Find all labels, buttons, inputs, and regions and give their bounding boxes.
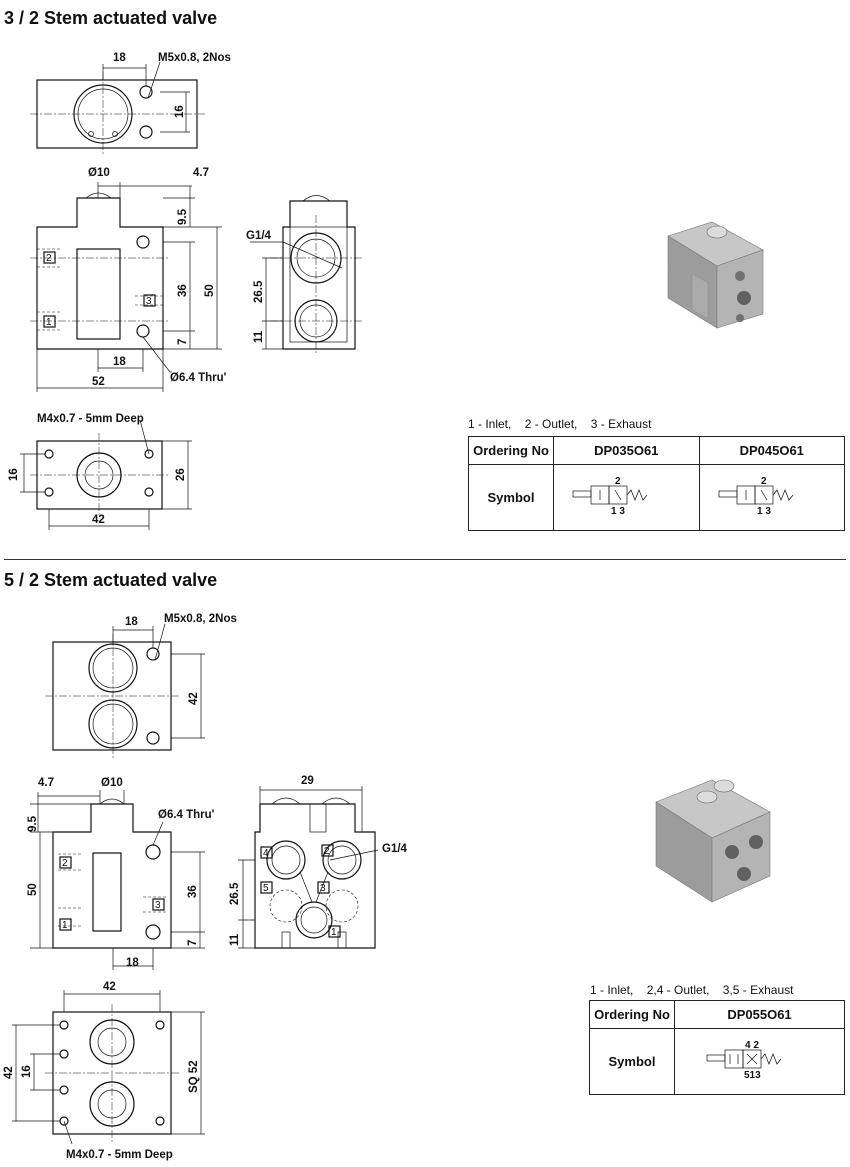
dim-bottom-16: 16 (8, 468, 20, 481)
dim-top-16: 16 (174, 105, 186, 118)
bottom-view: M4x0.7 - 5mm Deep 16 26 42 (8, 413, 192, 530)
model-dp055o61: DP055O61 (674, 1000, 845, 1029)
ordering-no-header-5-2: Ordering No (589, 1000, 675, 1029)
symbol-row-label-5-2: Symbol (589, 1028, 675, 1095)
port-3-label-5-2: 3 (155, 900, 161, 911)
symbol-dp055o61: 4 2 513 (674, 1028, 845, 1095)
legend-outlet-5-2: 2,4 - Outlet, (646, 983, 710, 997)
sym-label-bottom: 1 3 (757, 506, 771, 516)
port-3-label-side: 3 (320, 883, 326, 894)
port-1-label-5-2: 1 (62, 920, 68, 931)
drawing-5-2-valve: 18 M5x0.8, 2Nos 42 2 3 1 (3, 613, 771, 1161)
symbol-dp035o61: 2 1 3 (553, 464, 700, 531)
sym-label-top: 2 (761, 476, 767, 487)
legend-inlet-5-2: 1 - Inlet, (590, 983, 634, 997)
ordering-no-header: Ordering No (468, 436, 554, 465)
dim-36-5-2: 36 (187, 885, 199, 898)
sym-label-top-5-2: 4 2 (745, 1040, 759, 1051)
legend-3-2: 1 - Inlet, 2 - Outlet, 3 - Exhaust (468, 417, 651, 431)
side-view: G1/4 26.5 11 (246, 195, 362, 355)
front-view-5-2: 2 3 1 4.7 Ø10 9.5 Ø6.4 Thru' 50 36 7 18 (27, 777, 215, 970)
dim-m4-thread: M4x0.7 - 5mm Deep (37, 413, 144, 425)
legend-exhaust-5-2: 3,5 - Exhaust (722, 983, 794, 997)
dim-g1-4: G1/4 (246, 230, 272, 242)
dim-7: 7 (177, 339, 189, 345)
dim-top-18: 18 (113, 52, 126, 64)
port-2-label-5-2: 2 (62, 858, 68, 869)
dim-42: 42 (92, 514, 105, 526)
dim-11: 11 (253, 330, 265, 343)
dim-4-7-5-2: 4.7 (38, 777, 54, 789)
dim-26-5-5-2: 26.5 (229, 882, 241, 905)
dim-stem-dia: Ø10 (88, 167, 110, 179)
pneumatic-symbol-3-2-alt: 2 1 3 (718, 476, 794, 517)
dim-9-5-5-2: 9.5 (27, 815, 39, 832)
dim-bottom-42v-5-2: 42 (3, 1066, 15, 1079)
top-view-5-2: 18 M5x0.8, 2Nos 42 (45, 613, 237, 758)
dim-top-42-5-2: 42 (188, 692, 200, 705)
dim-bottom-18: 18 (113, 356, 126, 368)
port-1-label-side: 1 (331, 927, 337, 938)
dim-50: 50 (204, 284, 216, 297)
dim-top-18-5-2: 18 (125, 616, 138, 628)
dim-9-5: 9.5 (177, 208, 189, 225)
port-2-label: 2 (46, 253, 52, 264)
dim-50-5-2: 50 (27, 883, 39, 896)
dim-36: 36 (177, 284, 189, 297)
dim-26: 26 (175, 468, 187, 481)
dim-thru-5-2: Ø6.4 Thru' (158, 809, 215, 821)
port-1-label: 1 (46, 317, 52, 328)
drawing-3-2-valve: 18 M5x0.8, 2Nos 16 2 3 1 (8, 52, 764, 530)
ordering-table-3-2: Ordering No DP035O61 DP045O61 Symbol 2 1… (468, 436, 845, 531)
legend-exhaust: 3 - Exhaust (590, 417, 652, 431)
dim-bottom-42-5-2: 42 (103, 981, 116, 993)
dim-11-5-2: 11 (229, 933, 241, 946)
section-divider (4, 559, 846, 560)
ordering-table-5-2: Ordering No DP055O61 Symbol 4 2 513 (589, 1000, 845, 1095)
symbol-row-label: Symbol (468, 464, 554, 531)
valve-3-2-image (667, 221, 764, 329)
dim-m4-thread-5-2: M4x0.7 - 5mm Deep (66, 1149, 173, 1161)
dim-m5-thread-5-2: M5x0.8, 2Nos (164, 613, 237, 625)
port-5-label-side: 5 (263, 883, 269, 894)
section-title-5-2: 5 / 2 Stem actuated valve (4, 570, 218, 590)
dim-29: 29 (301, 775, 314, 787)
dim-stem-dia-5-2: Ø10 (101, 777, 123, 789)
dim-7-5-2: 7 (187, 940, 199, 946)
dim-thru-hole: Ø6.4 Thru' (170, 372, 227, 384)
port-4-label-side: 4 (263, 848, 269, 859)
port-2-label-side: 2 (324, 846, 330, 857)
valve-5-2-image (655, 779, 771, 903)
side-view-5-2: 4 2 5 3 1 29 G1/4 26.5 11 (229, 775, 408, 949)
top-view: 18 M5x0.8, 2Nos 16 (30, 52, 231, 156)
dim-bottom-16-5-2: 16 (21, 1065, 33, 1078)
sym-label-top: 2 (615, 476, 621, 487)
sym-label-bottom: 1 3 (611, 506, 625, 516)
pneumatic-symbol-3-2: 2 1 3 (572, 476, 648, 517)
dim-g1-4-5-2: G1/4 (382, 843, 408, 855)
bottom-view-5-2: 42 42 16 SQ 52 M4x0.7 - 5mm Deep (3, 981, 205, 1161)
dim-26-5: 26.5 (253, 280, 265, 303)
dim-4-7: 4.7 (193, 167, 209, 179)
legend-inlet: 1 - Inlet, (468, 417, 512, 431)
dim-sq52: SQ 52 (188, 1060, 200, 1093)
dim-bottom-18-5-2: 18 (126, 957, 139, 969)
model-dp045o61: DP045O61 (698, 436, 845, 465)
model-dp035o61: DP035O61 (553, 436, 700, 465)
legend-5-2: 1 - Inlet, 2,4 - Outlet, 3,5 - Exhaust (590, 983, 793, 997)
section-title-3-2: 3 / 2 Stem actuated valve (4, 8, 218, 28)
sym-label-bottom-5-2: 513 (744, 1070, 761, 1080)
pneumatic-symbol-5-2: 4 2 513 (706, 1040, 781, 1081)
port-3-label: 3 (146, 296, 152, 307)
dim-52: 52 (92, 376, 105, 388)
symbol-dp045o61: 2 1 3 (698, 464, 845, 531)
legend-outlet: 2 - Outlet, (524, 417, 578, 431)
front-view: 2 3 1 Ø10 4.7 9.5 36 50 7 18 52 Ø6.4 Thr… (30, 167, 227, 392)
dim-m5-thread: M5x0.8, 2Nos (158, 52, 231, 64)
